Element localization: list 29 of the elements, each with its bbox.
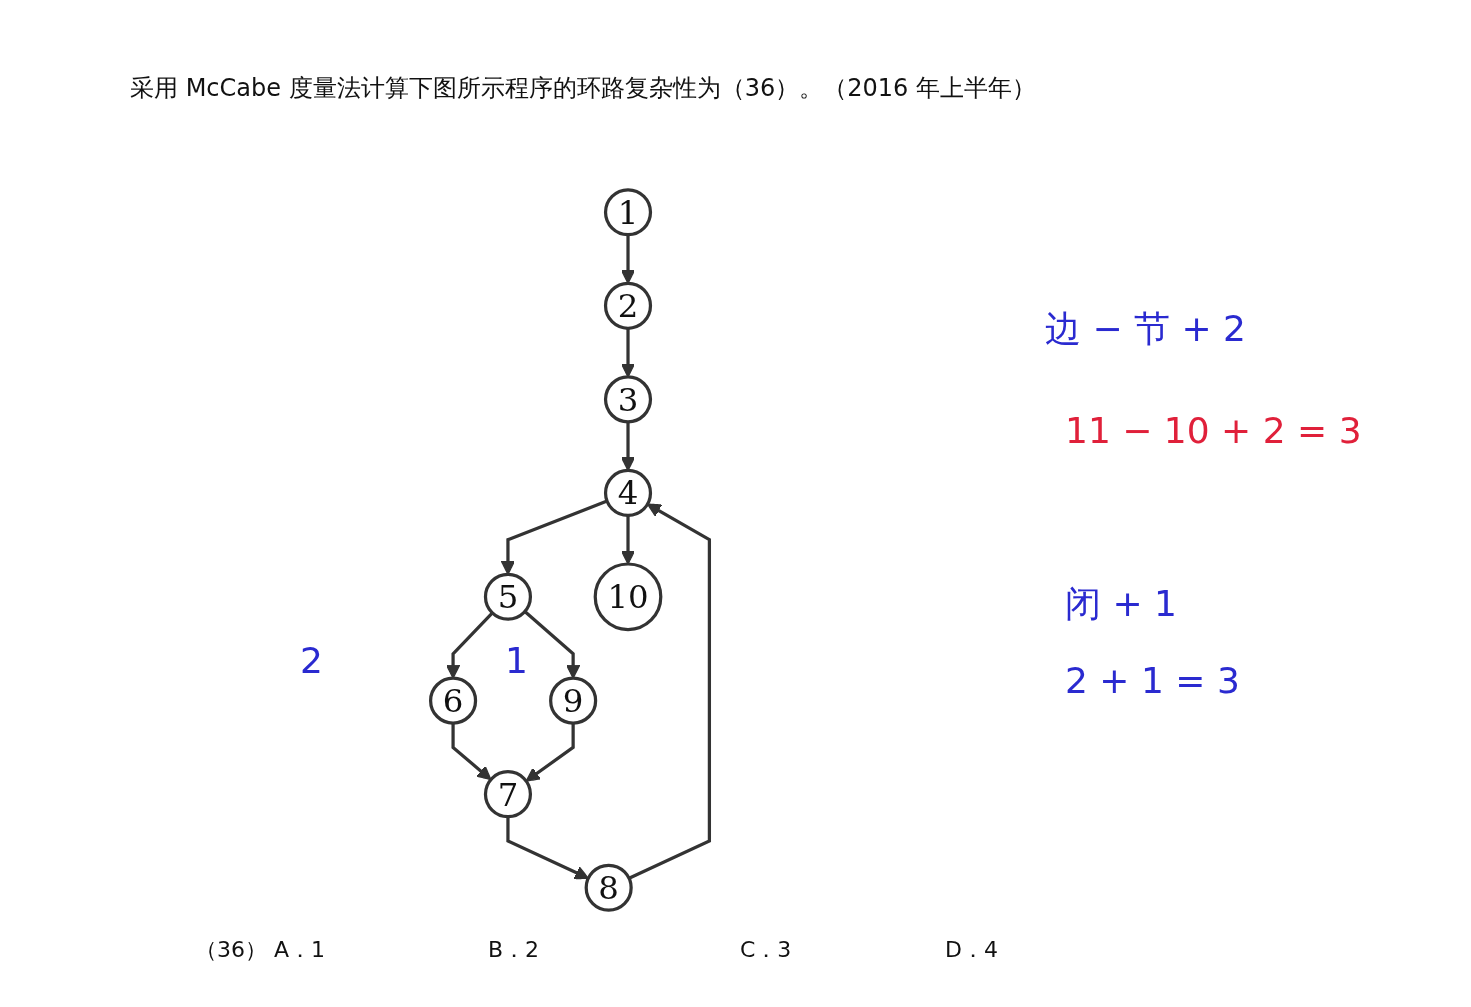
node-circle: 6	[429, 676, 478, 725]
handwritten-note: 11 − 10 + 2 = 3	[1065, 410, 1362, 451]
handwritten-note: 边 − 节 + 2	[1045, 307, 1246, 351]
arrow	[620, 515, 636, 565]
arrow	[620, 234, 636, 284]
node-circle: 4	[603, 468, 653, 517]
region-number: 1	[505, 640, 528, 681]
arrow	[620, 328, 636, 378]
arrow	[506, 816, 589, 880]
node-circle: 7	[483, 770, 533, 819]
handwritten-note: 闭 + 1	[1065, 582, 1177, 626]
node-circle: 8	[584, 863, 633, 912]
answer-option: D．4	[945, 935, 998, 965]
answer-option: B．2	[488, 935, 540, 965]
arrow	[445, 611, 494, 679]
node-circle: 3	[603, 375, 653, 424]
handwritten-note: 2 + 1 = 3	[1065, 660, 1240, 701]
arrow	[525, 723, 575, 782]
question-text: 采用 McCabe 度量法计算下图所示程序的环路复杂性为（36）。（2016 年上半年）	[130, 73, 1037, 104]
node-circle: 2	[603, 281, 653, 330]
arrow	[523, 610, 581, 679]
node-circle: 10	[593, 562, 663, 632]
region-number: 2	[300, 640, 323, 681]
answer-option: C．3	[740, 935, 792, 965]
node-circle: 9	[549, 676, 598, 725]
answer-option: （36） A．1	[195, 935, 326, 965]
node-circle: 1	[603, 188, 653, 237]
node-circle: 5	[483, 572, 533, 621]
arrow	[451, 723, 492, 781]
